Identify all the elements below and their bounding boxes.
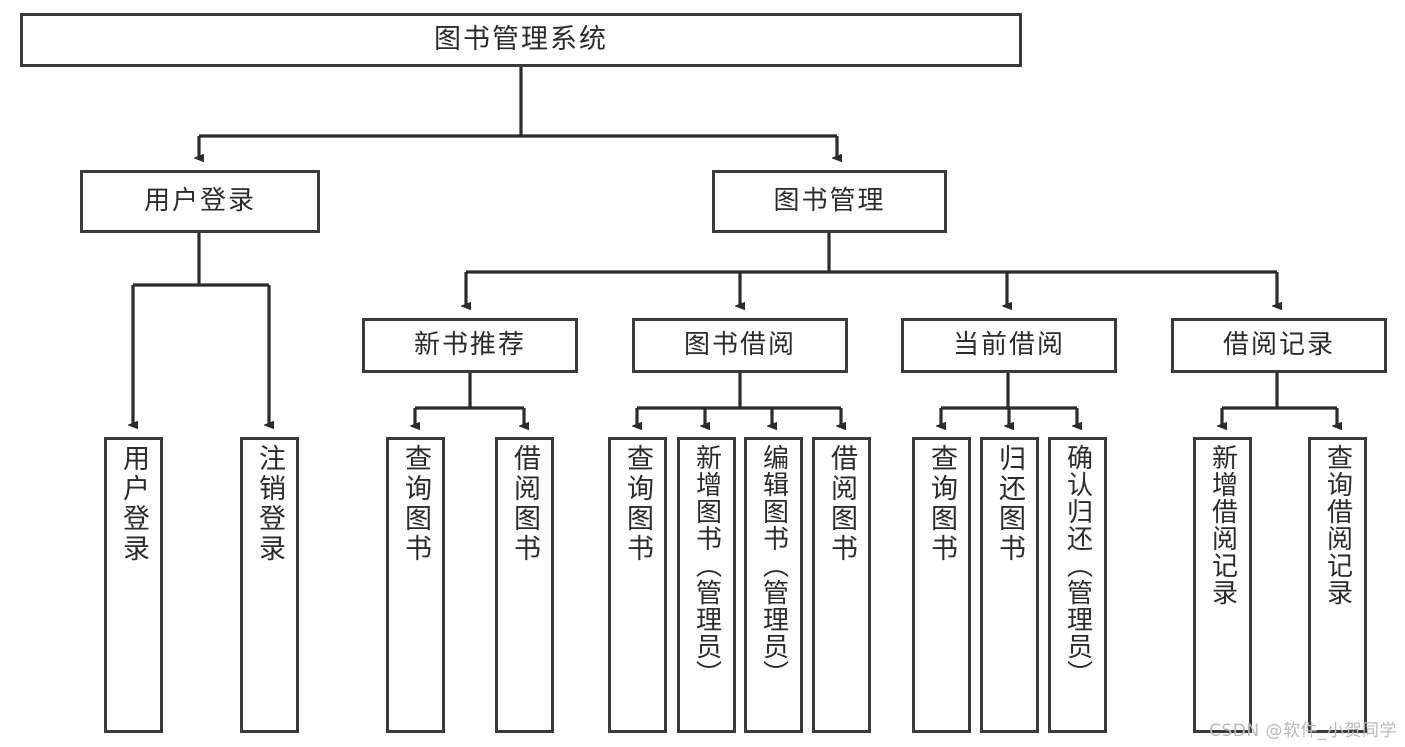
node-label: 图书借阅: [683, 329, 796, 360]
node-label: 新增图书（管理员）: [691, 444, 722, 687]
node-book-management[interactable]: 图书管理: [712, 170, 947, 233]
node-label: 当前借阅: [952, 329, 1065, 360]
node-label: 确认归还（管理员）: [1062, 444, 1093, 687]
leaf-borrow-edit-book-admin[interactable]: 编辑图书（管理员）: [744, 437, 803, 733]
node-book-borrow[interactable]: 图书借阅: [632, 318, 848, 373]
leaf-borrow-add-book-admin[interactable]: 新增图书（管理员）: [677, 437, 736, 733]
watermark-text: CSDN @软件_小贺同学: [1209, 721, 1397, 741]
node-label: 借阅图书: [826, 444, 857, 564]
leaf-current-return-book[interactable]: 归还图书: [980, 437, 1039, 733]
node-borrow-record[interactable]: 借阅记录: [1171, 318, 1387, 373]
node-label: 查询图书: [926, 444, 957, 564]
leaf-borrow-query-book[interactable]: 查询图书: [608, 437, 667, 733]
node-label: 归还图书: [994, 444, 1025, 564]
node-user-login[interactable]: 用户登录: [80, 170, 320, 233]
node-label: 用户登录: [143, 185, 256, 216]
node-label: 查询图书: [400, 444, 431, 564]
leaf-record-add-borrow-record[interactable]: 新增借阅记录: [1193, 437, 1252, 733]
node-new-book-recommend[interactable]: 新书推荐: [362, 318, 578, 373]
node-label: 查询借阅记录: [1322, 444, 1353, 606]
node-label: 编辑图书（管理员）: [758, 444, 789, 687]
leaf-newbook-borrow-book[interactable]: 借阅图书: [495, 437, 554, 733]
leaf-borrow-borrow-book[interactable]: 借阅图书: [812, 437, 871, 733]
leaf-current-confirm-return-admin[interactable]: 确认归还（管理员）: [1048, 437, 1107, 733]
node-label: 图书管理系统: [434, 23, 608, 55]
leaf-record-query-borrow-record[interactable]: 查询借阅记录: [1308, 437, 1367, 733]
node-root-book-management-system[interactable]: 图书管理系统: [20, 13, 1022, 67]
node-label: 图书管理: [773, 185, 886, 216]
leaf-user-login-query[interactable]: 用户登录: [104, 437, 163, 733]
node-label: 借阅图书: [509, 444, 540, 564]
leaf-newbook-query-book[interactable]: 查询图书: [386, 437, 445, 733]
node-label: 注销登录: [254, 444, 285, 564]
node-label: 借阅记录: [1222, 329, 1335, 360]
node-label: 新增借阅记录: [1207, 444, 1238, 606]
node-label: 用户登录: [118, 444, 149, 564]
leaf-current-query-book[interactable]: 查询图书: [912, 437, 971, 733]
node-label: 查询图书: [622, 444, 653, 564]
node-current-borrow[interactable]: 当前借阅: [901, 318, 1117, 373]
leaf-user-logout[interactable]: 注销登录: [240, 437, 299, 733]
node-label: 新书推荐: [413, 329, 526, 360]
